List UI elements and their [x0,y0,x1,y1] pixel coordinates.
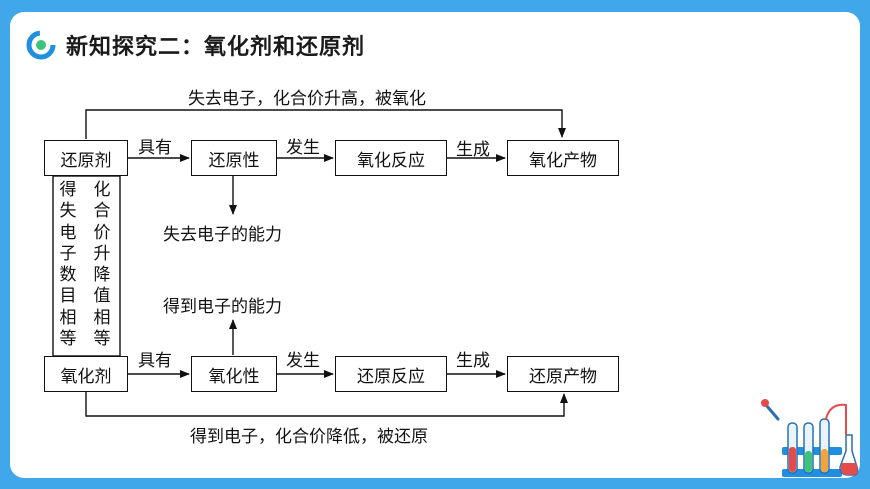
label-has-1: 具有 [138,138,172,158]
label-generates-1: 生成 [456,140,490,160]
label-has-2: 具有 [138,351,172,371]
slide-frame [10,12,860,478]
label-gain-ability: 得到电子的能力 [163,297,282,317]
page-title: 新知探究二：氧化剂和还原剂 [66,35,366,60]
box-reduction-product: 还原产物 [507,356,619,392]
label-bottom-arrow: 得到电子，化合价降低，被还原 [190,427,428,447]
box-oxidation-product: 氧化产物 [507,140,619,176]
lab-glassware-icon [761,399,859,477]
box-reduction-reaction: 还原反应 [335,356,447,392]
box-reducing-agent: 还原剂 [44,140,128,176]
label-occurs-2: 发生 [286,351,320,371]
box-reducibility: 还原性 [191,140,277,176]
box-oxidation-reaction: 氧化反应 [335,140,447,176]
bottom-loop-arrow [85,392,568,417]
box-oxidizing-agent: 氧化剂 [44,356,128,392]
label-valence-equal: 化合价升降值相等 [93,180,111,350]
label-top-arrow: 失去电子，化合价升高，被氧化 [188,89,426,109]
title-bar: 新知探究二：氧化剂和还原剂 [26,28,365,62]
top-loop-arrow [85,109,566,139]
label-occurs-1: 发生 [286,138,320,158]
box-oxidizability: 氧化性 [191,356,277,392]
label-electron-equal: 得失电子数目相等 [59,180,77,350]
label-generates-2: 生成 [456,351,490,371]
logo-icon [26,30,56,60]
label-lose-ability: 失去电子的能力 [163,225,282,245]
